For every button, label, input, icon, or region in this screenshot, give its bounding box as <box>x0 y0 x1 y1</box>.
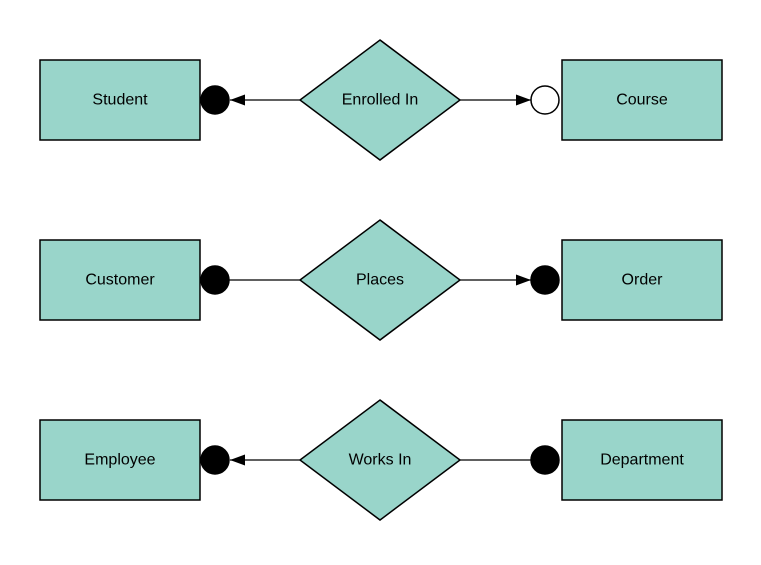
entity-student-label: Student <box>92 92 148 109</box>
row-customer-places-order: Customer Places Order <box>39 219 723 341</box>
relationship-enrolledin-diamond <box>298 39 462 161</box>
terminator-filled-circle-department <box>530 445 560 475</box>
entity-customer-box <box>39 239 201 321</box>
entity-student-box <box>39 59 201 141</box>
relationship-enrolledin-label: Enrolled In <box>342 92 419 109</box>
arrowhead-left-icon <box>230 454 245 466</box>
entity-order-box <box>561 239 723 321</box>
terminator-open-circle-course <box>530 85 560 115</box>
terminator-filled-circle-customer <box>200 265 230 295</box>
terminator-filled-circle-order <box>530 265 560 295</box>
row-student-enrolledin-course: Student Enrolled In Course <box>39 39 723 161</box>
arrowhead-right-icon <box>516 94 531 106</box>
entity-course-label: Course <box>616 92 668 109</box>
entity-customer-label: Customer <box>85 272 155 289</box>
entity-department-label: Department <box>600 452 684 469</box>
entity-order-label: Order <box>622 272 664 289</box>
relationship-places-diamond <box>298 219 462 341</box>
entity-department-box <box>561 419 723 501</box>
relationship-worksin-label: Works In <box>349 452 412 469</box>
relationship-worksin-diamond <box>298 399 462 521</box>
entity-employee-box <box>39 419 201 501</box>
arrowhead-right-icon <box>516 274 531 286</box>
arrowhead-left-icon <box>230 94 245 106</box>
entity-employee-label: Employee <box>84 452 155 469</box>
entity-course-box <box>561 59 723 141</box>
terminator-filled-circle-employee <box>200 445 230 475</box>
relationship-places-label: Places <box>356 272 404 289</box>
terminator-filled-circle-student <box>200 85 230 115</box>
row-employee-worksin-department: Employee Works In Department <box>39 399 723 521</box>
